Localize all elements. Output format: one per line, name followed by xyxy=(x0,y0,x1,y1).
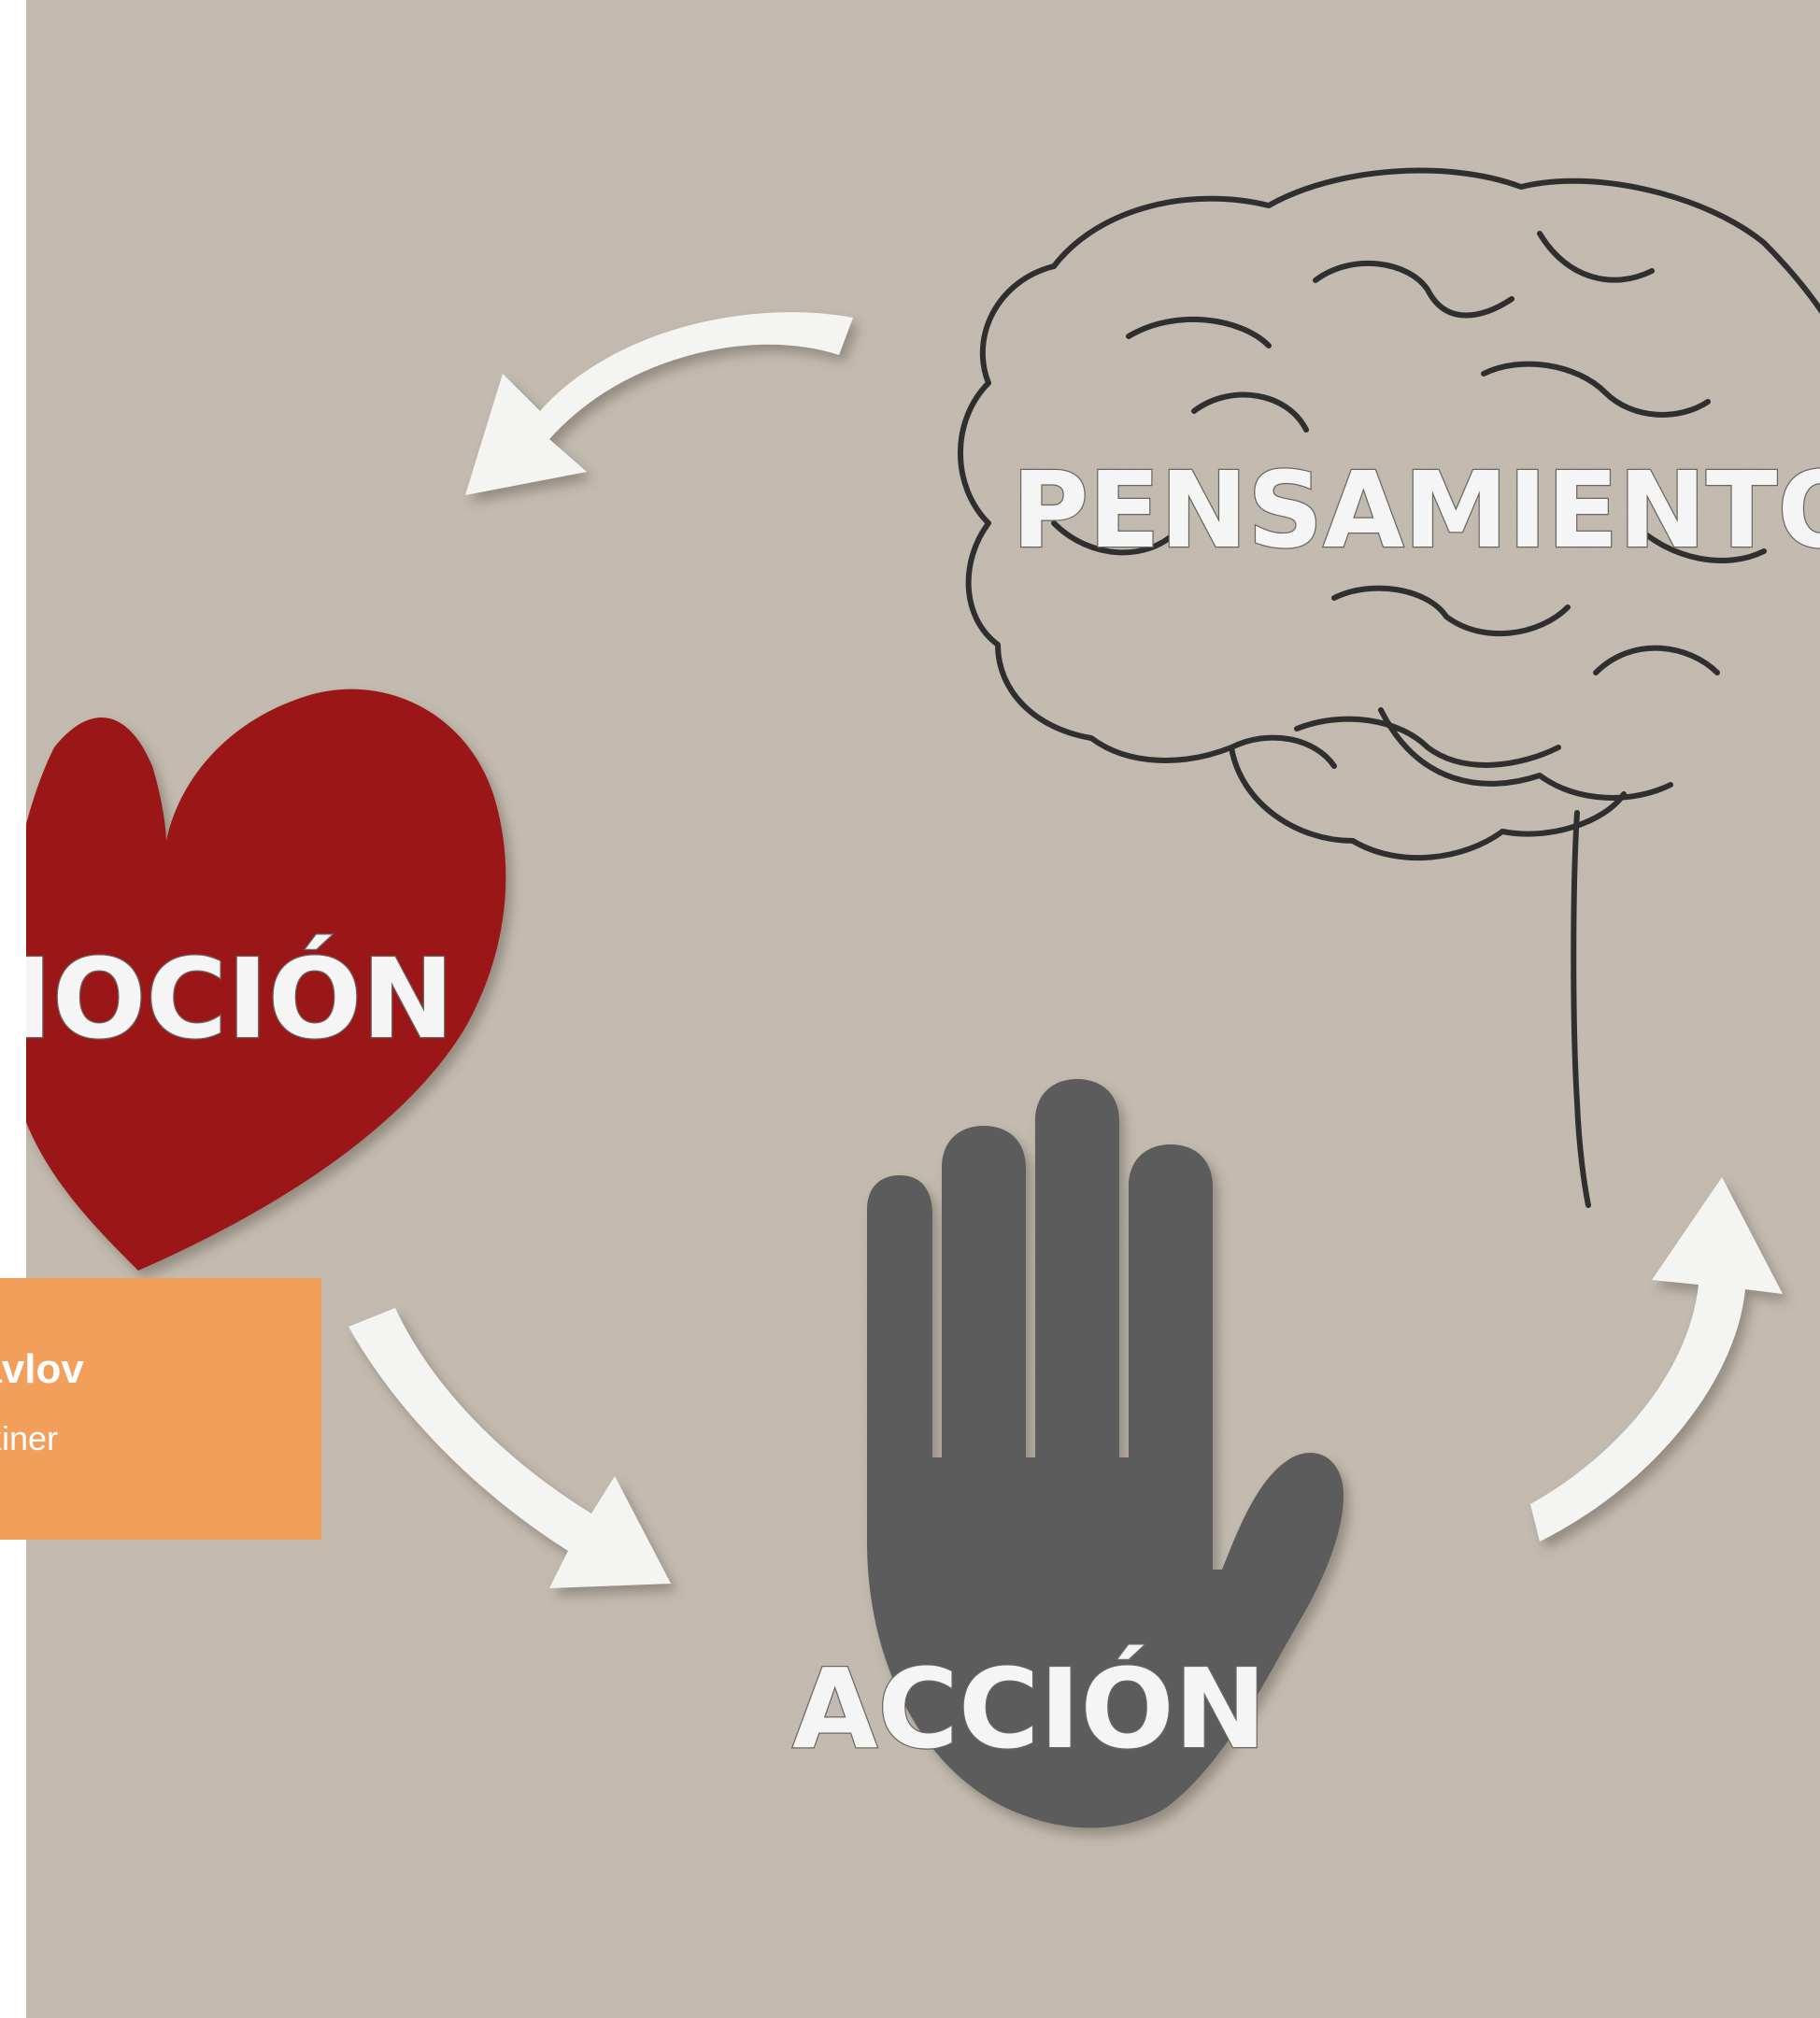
brain-icon xyxy=(958,167,1820,1208)
caption-card[interactable]: Pavlov Skiner xyxy=(0,1278,321,1540)
action-label: ACCIÓN xyxy=(792,1644,1267,1773)
cycle-arrow-icon xyxy=(465,312,853,495)
hero-illustration: PENSAMIENTO EMOCIÓN ACCIÓN xyxy=(26,0,1820,2018)
caption-title: Pavlov xyxy=(0,1346,84,1392)
hero-image: PENSAMIENTO EMOCIÓN ACCIÓN xyxy=(26,0,1820,2018)
emotion-label: EMOCIÓN xyxy=(26,934,454,1063)
heart-icon xyxy=(26,689,506,1271)
caption-subtitle: Skiner xyxy=(0,1419,59,1457)
cycle-arrow-icon xyxy=(348,1308,671,1588)
cycle-arrow-icon xyxy=(1530,1177,1783,1542)
thought-label: PENSAMIENTO xyxy=(1012,450,1820,572)
hand-icon xyxy=(867,1079,1344,1828)
